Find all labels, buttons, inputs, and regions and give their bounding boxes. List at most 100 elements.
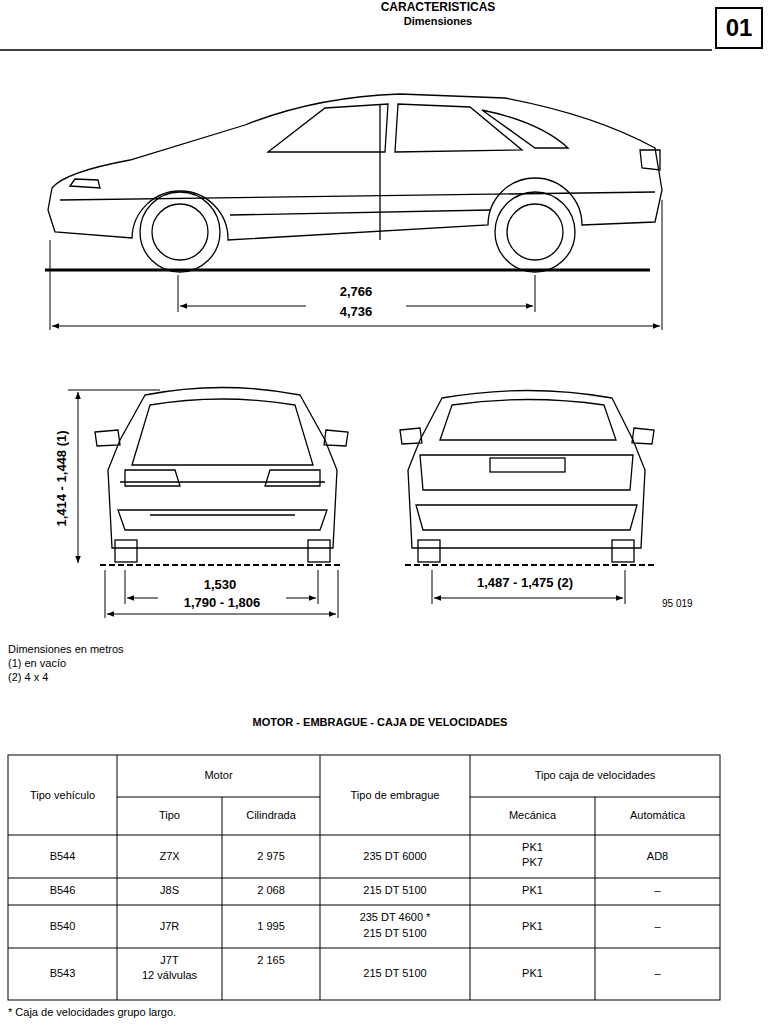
table-header: Cilindrada [222,809,320,822]
section-subtitle: Dimensiones [338,15,538,28]
drawing-part [400,428,422,444]
dimension: 1,790 - 1,806 [158,596,286,611]
drawing-part [418,540,440,562]
table-title: MOTOR - EMBRAGUE - CAJA DE VELOCIDADES [150,716,610,729]
table-cell: – [595,967,720,980]
table-cell: J7T [117,954,222,967]
table-header: Tipo de embrague [320,789,470,802]
table-cell: PK1 [470,967,595,980]
drawing-part [612,540,634,562]
drawing-part [117,797,320,798]
drawing-part [125,470,180,486]
drawing-part [132,399,313,465]
drawing-part [338,570,339,618]
car-rear-view [400,391,655,566]
drawing-part [45,269,650,272]
table-header: Mecánica [470,809,595,822]
drawing-part [0,49,712,51]
drawing-part [434,598,623,599]
note: (2) 4 x 4 [8,671,308,684]
drawing-part [320,755,321,1000]
dimension: 2,766 [306,285,406,300]
table-cell: B543 [8,967,117,980]
table-cell: B540 [8,920,117,933]
drawing-part [507,204,563,260]
table-cell: 2 975 [222,850,320,863]
drawing-part [625,570,626,604]
drawing-part [120,481,325,482]
drawing-part [318,570,319,604]
dimension: 1,530 [170,578,270,593]
drawing-part [78,392,79,563]
drawing-part [50,240,51,330]
drawing-part [324,430,348,446]
drawing-part [117,755,118,1000]
drawing-part [95,430,120,446]
page-title: CARACTERISTICAS [338,1,538,15]
drawing-part [535,275,536,312]
drawing-part [70,179,100,188]
drawing-part [107,614,336,615]
drawing-part [632,428,654,444]
drawing-part [416,505,637,530]
drawing-part [8,878,720,879]
figure-number: 95 019 [662,598,732,610]
drawing-part [265,470,320,486]
drawing-part [408,391,645,549]
drawing-part [662,200,663,330]
table-cell: 235 DT 6000 [320,850,470,863]
drawing-part [495,192,575,272]
table-cell: PK7 [470,856,595,869]
table-cell: J8S [117,884,222,897]
header-rule [0,8,762,50]
drawing-part [68,390,160,391]
table-cell: 215 DT 5100 [320,927,470,940]
drawing-part [222,797,223,1000]
dimension: 1,414 - 1,448 (1) [55,430,70,526]
drawing-part [230,210,490,215]
table-cell: 215 DT 5100 [320,884,470,897]
drawing-part [482,110,568,148]
drawing-part [152,204,208,260]
table-cell: 2 068 [222,884,320,897]
dimension: 1,487 - 1,475 (2) [452,576,598,591]
table-cell: B546 [8,884,117,897]
table-header: Automática [595,809,720,822]
chapter-number: 01 [716,14,762,42]
car-front-view [95,388,348,566]
drawing-part [8,755,720,1000]
table-header: Motor [117,769,320,782]
table-cell: – [595,920,720,933]
drawing-part [490,458,565,472]
table-cell: AD8 [595,850,720,863]
drawing-part [115,540,137,562]
table-cell: – [595,884,720,897]
drawing-part [8,905,720,906]
table-grid [8,755,720,1000]
table-header: Tipo caja de velocidades [470,769,720,782]
drawing-part [8,948,720,949]
drawing-part [105,570,106,618]
table-header: Tipo [117,809,222,822]
table-cell: 12 válvulas [117,969,222,982]
table-cell: B544 [8,850,117,863]
dimension-lines [50,200,662,618]
drawing-part [595,797,596,1000]
drawing-part [118,510,327,530]
table-cell: 1 995 [222,920,320,933]
drawing-part [125,570,126,604]
car-side-view [45,94,662,272]
drawing-part [100,564,342,566]
table-cell: 215 DT 5100 [320,967,470,980]
drawing-part [640,150,660,170]
drawing-part [440,400,616,441]
table-cell: PK1 [470,884,595,897]
table-cell: J7R [117,920,222,933]
drawing-part [48,94,662,240]
drawing-part [108,388,337,549]
drawing-part [420,455,633,490]
table-cell: 2 165 [222,954,320,967]
dimension: 4,736 [306,305,406,320]
table-cell: PK1 [470,920,595,933]
